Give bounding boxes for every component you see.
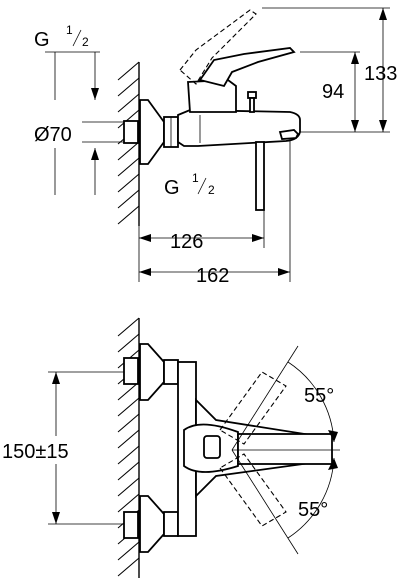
diverter-knob bbox=[247, 91, 257, 99]
spout bbox=[278, 129, 300, 140]
mixer-body bbox=[177, 109, 301, 147]
lever-rotated-up bbox=[219, 371, 287, 445]
lower-nut bbox=[163, 511, 179, 537]
label-spacing: 150±15 bbox=[2, 441, 69, 463]
label-depth-162: 162 bbox=[196, 265, 229, 287]
cartridge-housing bbox=[187, 79, 237, 113]
angle-lines bbox=[231, 345, 340, 555]
label-height-94: 94 bbox=[322, 81, 344, 103]
label-angle-top: 55° bbox=[304, 385, 334, 407]
dim-depth-126 bbox=[138, 226, 264, 282]
lever-alt-position bbox=[179, 9, 257, 85]
upper-nut bbox=[163, 359, 179, 385]
label-diameter: Ø70 bbox=[34, 124, 72, 146]
wall-hatch-side bbox=[117, 61, 140, 226]
label-thread-top-main: G bbox=[34, 29, 50, 51]
upper-wall-connector bbox=[123, 357, 139, 385]
label-thread-bottom-main: G bbox=[164, 177, 180, 199]
wall-hatch-top bbox=[117, 317, 140, 578]
lower-wall-connector bbox=[123, 511, 139, 539]
label-thread-top-num: 1 bbox=[66, 23, 73, 37]
upper-escutcheon bbox=[139, 343, 165, 401]
lever-handle bbox=[237, 433, 333, 465]
wall-connector bbox=[123, 120, 139, 144]
outlet-pipe bbox=[255, 141, 265, 211]
dim-thread-top bbox=[45, 51, 100, 195]
lower-escutcheon bbox=[139, 495, 165, 553]
side-view: G 1 2 Ø70 94 133 G 1 bbox=[34, 7, 397, 287]
lever-indicator bbox=[203, 435, 221, 459]
label-angle-bottom: 55° bbox=[298, 499, 328, 521]
dim-spacing bbox=[48, 371, 124, 525]
dim-diameter bbox=[82, 121, 124, 143]
top-view: 55° 55° 150±15 bbox=[2, 317, 340, 578]
dim-heights bbox=[262, 7, 390, 133]
lever bbox=[198, 47, 296, 88]
label-height-133: 133 bbox=[364, 63, 397, 85]
escutcheon bbox=[139, 99, 165, 165]
label-depth-126: 126 bbox=[170, 231, 203, 253]
lever-rotated-down bbox=[219, 453, 287, 527]
label-thread-bottom-num: 1 bbox=[192, 171, 199, 185]
diverter-stem bbox=[249, 97, 255, 113]
dim-thread-bottom bbox=[263, 140, 291, 282]
label-thread-top-den: 2 bbox=[82, 35, 89, 49]
label-thread-bottom-den: 2 bbox=[208, 183, 215, 197]
dim-depth-162 bbox=[139, 268, 290, 276]
